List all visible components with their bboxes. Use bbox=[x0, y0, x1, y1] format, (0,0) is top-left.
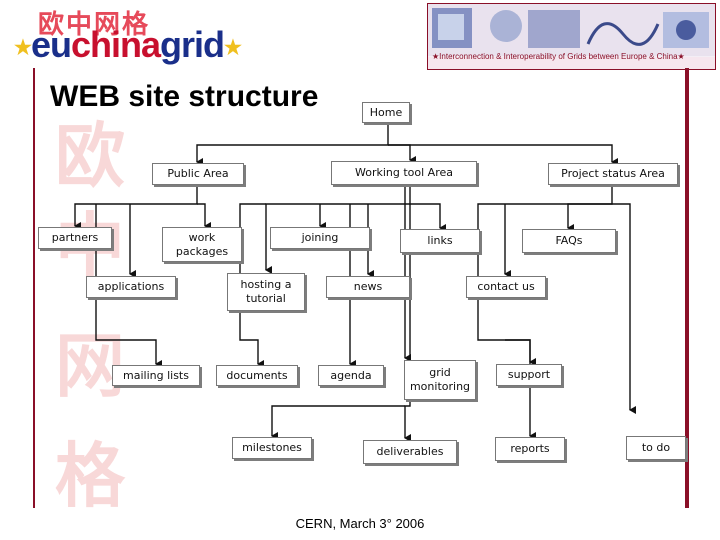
connector-working-milestones bbox=[272, 406, 405, 436]
node-documents: documents bbox=[216, 365, 298, 386]
node-mailing-lists: mailing lists bbox=[112, 365, 200, 386]
node-milestones: milestones bbox=[232, 437, 312, 459]
node-work-packages: work packages bbox=[162, 227, 242, 262]
node-agenda: agenda bbox=[318, 365, 384, 386]
connector-home-working bbox=[388, 145, 410, 160]
connector-project-faqs bbox=[568, 186, 612, 228]
connector-public-row bbox=[75, 186, 197, 226]
node-support: support bbox=[496, 364, 562, 386]
connector-home-project bbox=[388, 145, 612, 162]
node-faqs: FAQs bbox=[522, 229, 616, 253]
footer-text: CERN, March 3° 2006 bbox=[0, 516, 720, 531]
node-home: Home bbox=[362, 102, 410, 123]
node-news: news bbox=[326, 276, 410, 298]
node-project-status-area: Project status Area bbox=[548, 163, 678, 185]
node-applications: applications bbox=[86, 276, 176, 298]
node-links: links bbox=[400, 229, 480, 253]
connector-project-reports bbox=[505, 340, 530, 436]
node-to-do: to do bbox=[626, 436, 686, 460]
node-joining: joining bbox=[270, 227, 370, 249]
node-deliverables: deliverables bbox=[363, 440, 457, 464]
node-contact-us: contact us bbox=[466, 276, 546, 298]
node-partners: partners bbox=[38, 227, 112, 249]
node-reports: reports bbox=[495, 437, 565, 461]
node-public-area: Public Area bbox=[152, 163, 244, 185]
node-hosting-tutorial: hosting a tutorial bbox=[227, 273, 305, 311]
connector-working-links bbox=[410, 204, 440, 228]
node-working-tool-area: Working tool Area bbox=[331, 161, 477, 185]
node-grid-monitoring: grid monitoring bbox=[404, 360, 476, 400]
connector-public-workpkg bbox=[197, 204, 205, 226]
connector-home-public bbox=[197, 123, 388, 162]
